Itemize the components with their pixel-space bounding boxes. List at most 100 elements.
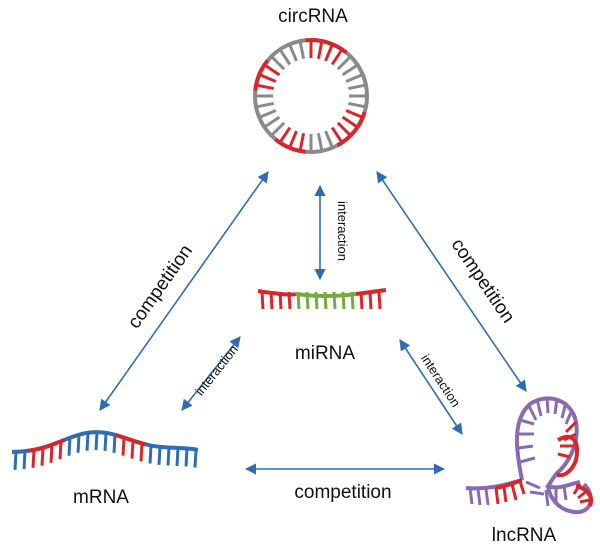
circrna-base: [288, 43, 298, 62]
mirna-base: [377, 291, 382, 310]
circrna-base: [258, 73, 277, 83]
mrna-base: [76, 434, 81, 453]
mrna-base: [67, 437, 72, 456]
lncrna-base: [563, 432, 577, 442]
mirna-seed-region: [257, 289, 297, 297]
circrna-base: [298, 132, 306, 152]
circrna-bases: [253, 38, 367, 154]
lncrna-base: [572, 483, 582, 495]
mirna-label: miRNA: [295, 343, 355, 364]
arrow-circ-lncrna: [376, 171, 527, 392]
mrna-base: [121, 437, 126, 456]
mrna-base: [157, 446, 162, 465]
circrna-base: [324, 130, 334, 149]
circrna-base: [278, 126, 292, 144]
circrna-base: [255, 83, 275, 91]
mrna-base: [58, 441, 63, 460]
circrna-base: [288, 130, 298, 149]
mrna-base: [94, 432, 99, 451]
mrna-base: [175, 447, 180, 466]
mrna-base: [166, 447, 171, 466]
mrna-base: [148, 445, 153, 464]
edge-label-mrna-mirna: interaction: [192, 342, 241, 398]
mrna-base: [184, 448, 189, 467]
mrna-base: [103, 432, 108, 451]
circrna-base: [347, 83, 367, 91]
lncrna-base: [562, 485, 568, 501]
lncrna-base: [560, 401, 568, 419]
mrna-base: [13, 451, 18, 470]
lncrna-base: [502, 486, 508, 503]
edge-label-circ-lncrna: competition: [447, 235, 519, 327]
circrna-base: [336, 55, 352, 71]
lncrna-loop: [515, 396, 579, 481]
mrna-base: [139, 443, 144, 462]
lncrna-base: [476, 488, 482, 506]
lncrna-label: lncRNA: [492, 525, 557, 546]
circrna-base: [347, 101, 367, 109]
circrna-base: [298, 40, 306, 60]
mrna-base: [31, 449, 36, 468]
mrna-binding-site: [115, 433, 147, 447]
mirna-strand-glyph: [257, 288, 387, 310]
circrna-base: [330, 126, 344, 144]
mrna-base: [22, 451, 27, 470]
lncrna-base: [529, 490, 545, 496]
lncrna-base: [518, 480, 526, 495]
mrna-label: mRNA: [73, 487, 129, 508]
mrna-base: [40, 447, 45, 466]
mirna-backbone: [295, 292, 357, 298]
circrna-base: [316, 132, 324, 152]
lncrna-base: [557, 452, 571, 459]
circrna-base: [345, 73, 364, 83]
circrna-binding-site: [336, 111, 367, 148]
circrna-base: [330, 48, 344, 66]
circrna-base: [345, 109, 364, 119]
circrna-ring-glyph: [253, 38, 369, 154]
circrna-base: [270, 55, 286, 71]
mirna-base: [368, 291, 373, 310]
edge-label-circ-mirna: interaction: [335, 201, 350, 261]
lncrna-base: [519, 456, 536, 464]
mrna-base: [49, 444, 54, 463]
lncrna-base: [564, 409, 574, 425]
lncrna-base: [484, 488, 490, 506]
mirna-site-end: [355, 288, 387, 296]
mrna-binding-site: [27, 438, 65, 453]
lncrna-base: [518, 444, 534, 450]
circrna-base: [255, 101, 275, 109]
circrna-base: [270, 121, 286, 137]
circrna-binding-site: [253, 59, 270, 91]
lncrna-base: [494, 487, 500, 505]
lncrna-base: [510, 483, 518, 501]
circrna-base: [258, 109, 277, 119]
lncrna-base: [553, 397, 559, 415]
mrna-base: [112, 434, 117, 453]
circrna-binding-site: [305, 38, 348, 55]
lncrna-tail-site: [495, 478, 523, 490]
lncrna-base: [545, 396, 550, 414]
lncrna-base: [577, 488, 589, 500]
edge-label-mrna-lncrna: competition: [294, 482, 391, 503]
arrow-circ-mrna: [99, 171, 269, 411]
arrow-lncrna-mirna: [399, 339, 463, 435]
lncrna-base: [579, 498, 591, 504]
arrow-mrna-mirna: [181, 336, 241, 411]
mrna-base: [85, 432, 90, 451]
lncrna-base: [519, 418, 535, 426]
lncrna-base: [544, 489, 550, 507]
lncrna-base: [535, 398, 543, 417]
circrna-base: [336, 121, 352, 137]
circrna-base: [341, 63, 359, 77]
lncrna-base: [468, 487, 474, 505]
mrna-strand-glyph: [11, 430, 199, 470]
circrna-base: [263, 63, 281, 77]
circrna-binding-site: [274, 137, 306, 154]
circrna-base: [324, 43, 334, 62]
lncrna-hairpin-glyph: [465, 396, 593, 515]
lncrna-base: [526, 403, 538, 421]
lncrna-base: [525, 480, 541, 490]
mrna-base: [130, 440, 135, 459]
lncrna-base: [564, 420, 578, 434]
